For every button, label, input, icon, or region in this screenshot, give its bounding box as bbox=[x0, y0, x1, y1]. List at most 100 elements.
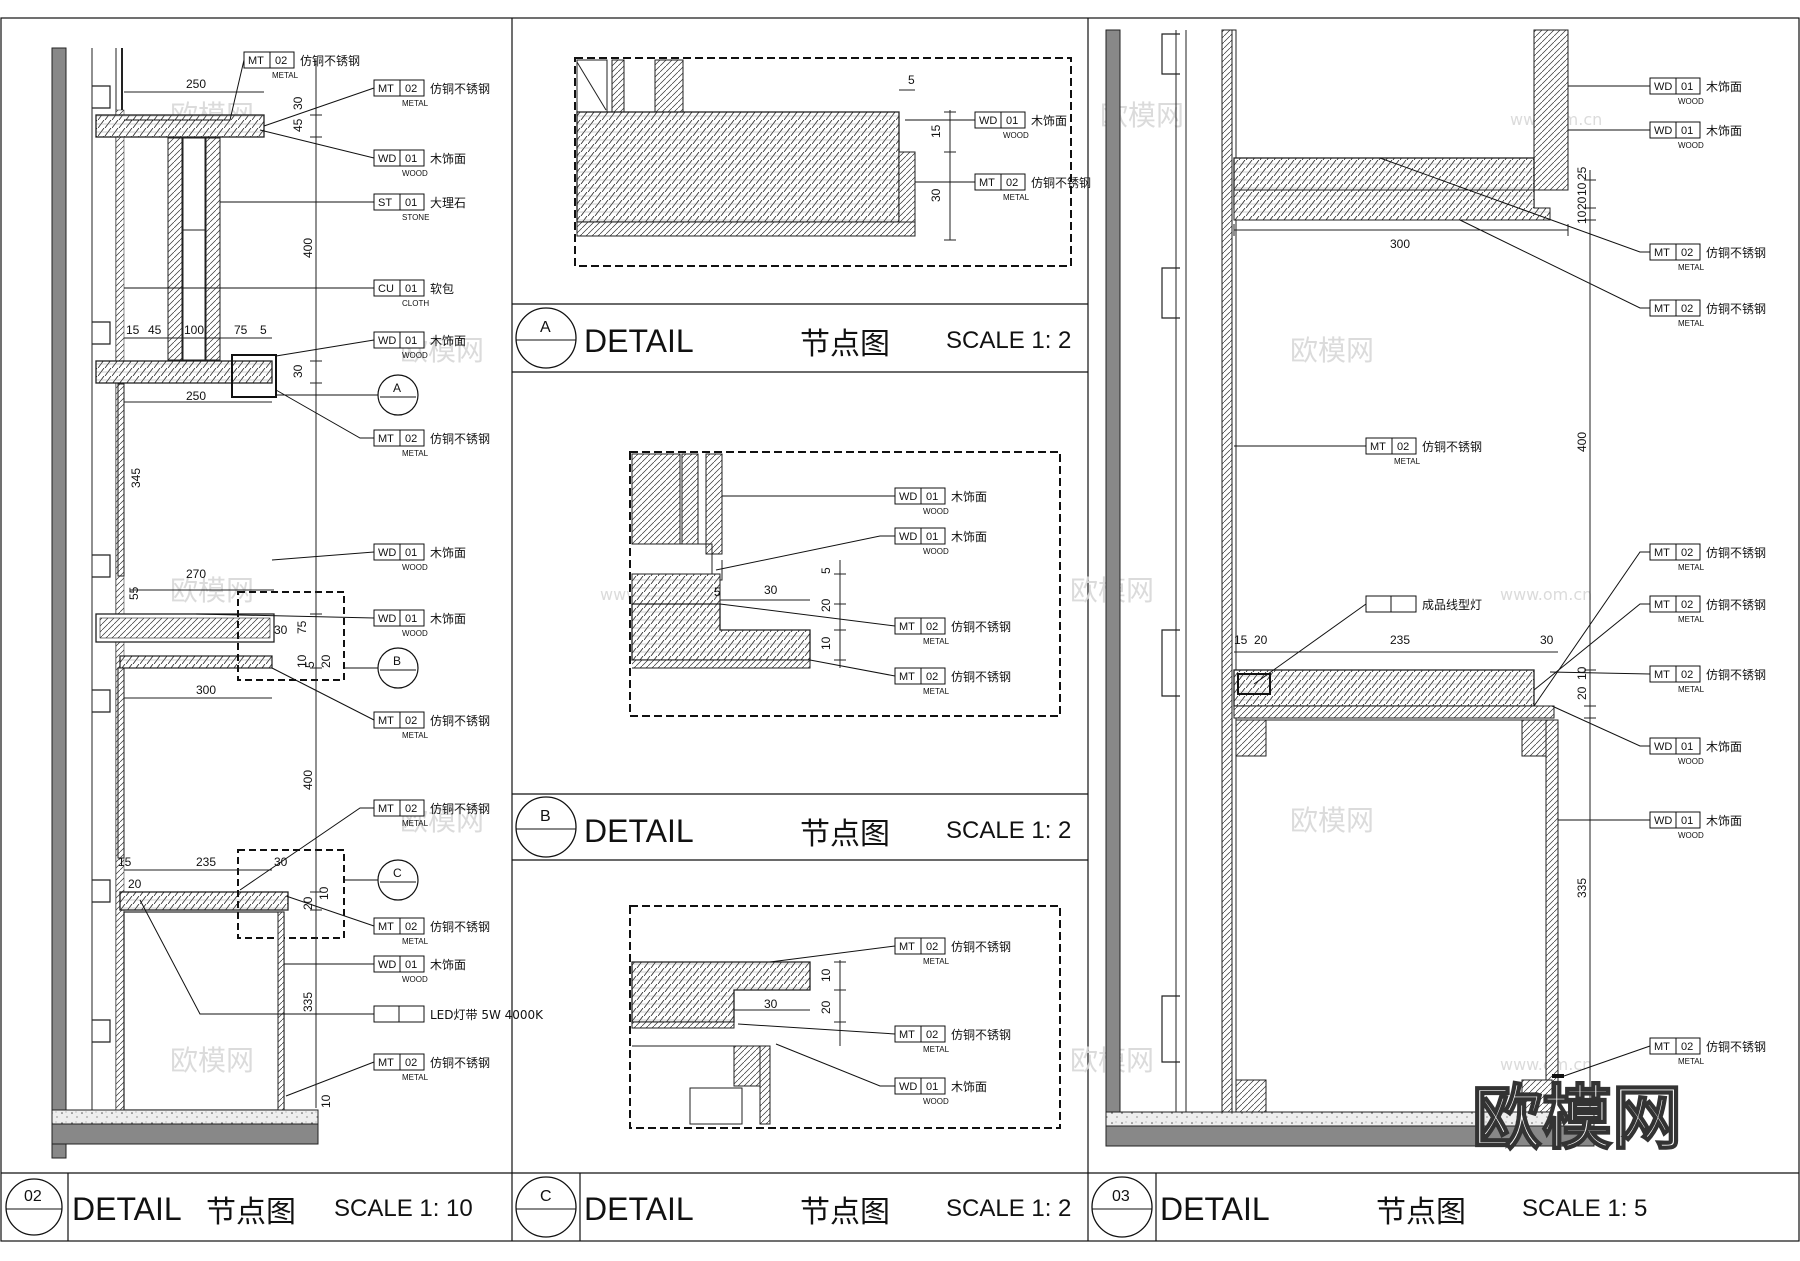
tag-name: 仿铜不锈钢 bbox=[951, 669, 1011, 684]
tag-type: WOOD bbox=[923, 547, 949, 556]
tag-code: MT bbox=[1654, 1041, 1670, 1053]
svg-text:15: 15 bbox=[118, 855, 132, 869]
svg-text:A: A bbox=[540, 319, 551, 336]
svg-text:C: C bbox=[540, 1188, 552, 1205]
tag-code: MT bbox=[378, 803, 394, 815]
svg-text:300: 300 bbox=[196, 683, 216, 697]
svg-text:30: 30 bbox=[929, 188, 943, 202]
svg-text:15: 15 bbox=[126, 323, 140, 337]
tag-name: 木饰面 bbox=[1706, 814, 1742, 828]
svg-text:03: 03 bbox=[1112, 1188, 1130, 1205]
svg-text:DETAIL: DETAIL bbox=[1160, 1191, 1270, 1227]
panel-B-drawing bbox=[629, 451, 1061, 717]
svg-text:节点图: 节点图 bbox=[800, 1195, 890, 1230]
svg-text:A: A bbox=[393, 381, 401, 395]
tag-number: 01 bbox=[1681, 815, 1693, 827]
svg-text:02: 02 bbox=[24, 1188, 42, 1205]
tag-type: METAL bbox=[402, 731, 429, 740]
svg-text:20: 20 bbox=[819, 598, 833, 612]
svg-text:DETAIL: DETAIL bbox=[584, 1191, 694, 1227]
tag-code: MT bbox=[378, 715, 394, 727]
svg-text:SCALE 1: 5: SCALE 1: 5 bbox=[1522, 1195, 1647, 1222]
svg-text:20: 20 bbox=[819, 1000, 833, 1014]
tag-name: 仿铜不锈钢 bbox=[430, 919, 490, 934]
tag-code: MT bbox=[378, 433, 394, 445]
svg-text:250: 250 bbox=[186, 77, 206, 91]
svg-text:335: 335 bbox=[1575, 878, 1589, 898]
tag-name: 木饰面 bbox=[1706, 124, 1742, 138]
svg-text:5: 5 bbox=[260, 323, 267, 337]
svg-text:30: 30 bbox=[764, 583, 778, 597]
title-bar-02: 02 DETAIL 节点图 SCALE 1: 10 bbox=[5, 1173, 473, 1241]
tag-name: 木饰面 bbox=[430, 334, 466, 348]
tag-number: 01 bbox=[405, 959, 417, 971]
section-callout-C[interactable]: C bbox=[344, 859, 419, 901]
tag-type: METAL bbox=[1394, 457, 1421, 466]
tag-type: CLOTH bbox=[402, 299, 429, 308]
tag-name: 仿铜不锈钢 bbox=[1706, 1039, 1766, 1054]
tag-type: METAL bbox=[272, 71, 299, 80]
tag-name: 木饰面 bbox=[430, 152, 466, 166]
fixture-tag-led[interactable]: LED灯带 5W 4000K bbox=[139, 899, 544, 1023]
tag-code: MT bbox=[899, 941, 915, 953]
tag-number: 01 bbox=[1681, 81, 1693, 93]
tag-code: WD bbox=[1654, 815, 1672, 827]
section-callout-B[interactable]: B bbox=[344, 647, 419, 689]
tag-number: 02 bbox=[1006, 177, 1018, 189]
tag-code: MT bbox=[378, 921, 394, 933]
tag-code: CU bbox=[378, 283, 394, 295]
tag-code: MT bbox=[1654, 303, 1670, 315]
tag-number: 02 bbox=[405, 433, 417, 445]
tag-name: 仿铜不锈钢 bbox=[1706, 301, 1766, 316]
tag-type: METAL bbox=[1678, 563, 1705, 572]
tag-name: 大理石 bbox=[430, 196, 466, 210]
tag-type: WOOD bbox=[402, 351, 428, 360]
tag-name: 仿铜不锈钢 bbox=[300, 53, 360, 68]
svg-text:30: 30 bbox=[291, 96, 305, 110]
section-callout-A[interactable]: A bbox=[276, 374, 419, 416]
tag-type: WOOD bbox=[1678, 97, 1704, 106]
svg-text:节点图: 节点图 bbox=[1376, 1195, 1466, 1230]
tag-name: 木饰面 bbox=[951, 530, 987, 544]
tag-code: WD bbox=[979, 115, 997, 127]
tag-number: 01 bbox=[405, 197, 417, 209]
fixture-tag-linear_light[interactable]: 成品线型灯 bbox=[1253, 595, 1482, 685]
tag-name: 仿铜不锈钢 bbox=[1031, 175, 1091, 190]
